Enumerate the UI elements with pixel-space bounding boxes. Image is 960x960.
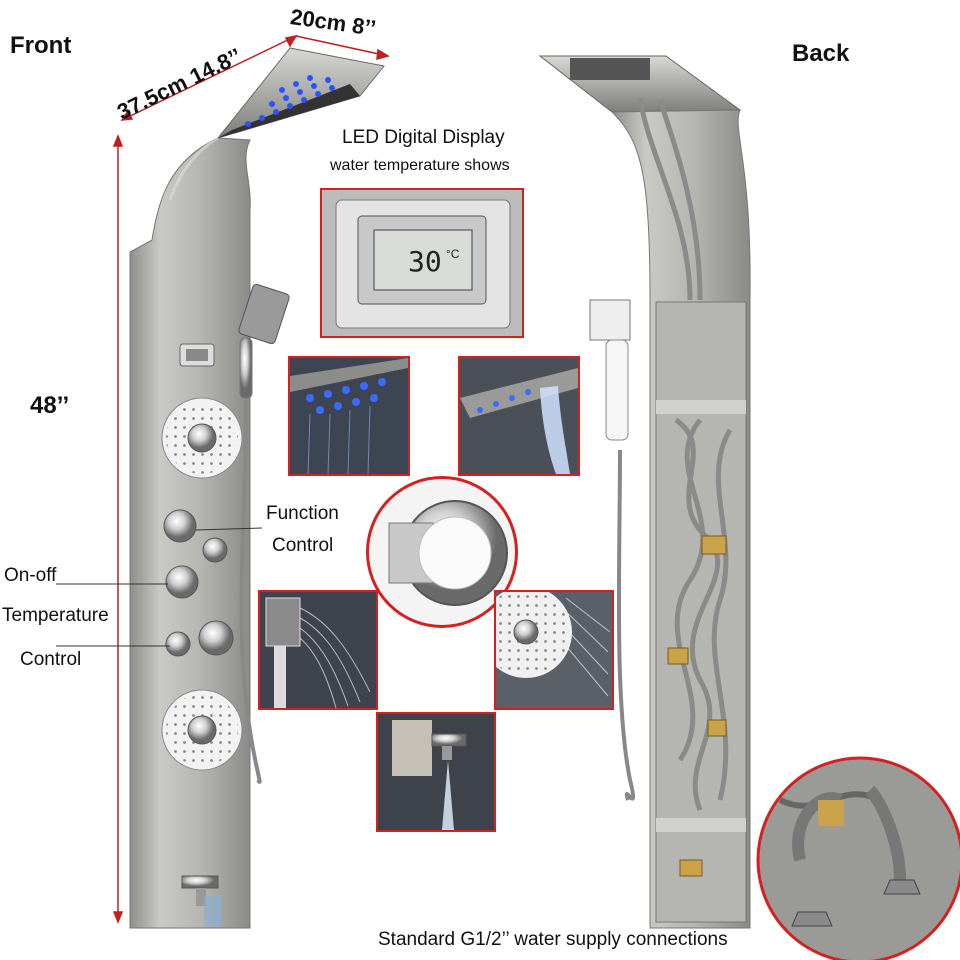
body-jet-inset	[494, 590, 614, 710]
knob-zoom	[366, 476, 518, 628]
temperature-unit: °C	[446, 247, 460, 261]
hoses	[637, 97, 733, 811]
display-subtitle: water temperature shows	[330, 157, 510, 174]
function-control-label-1: Function	[266, 503, 339, 524]
rain-shower-inset	[288, 356, 410, 476]
waterfall-inset	[458, 356, 580, 476]
temperature-label: Temperature	[2, 605, 109, 626]
front-panel	[129, 47, 385, 929]
dimension-lines	[112, 34, 390, 925]
tub-spout-inset	[376, 712, 496, 832]
hand-shower-inset	[258, 590, 378, 710]
front-heading: Front	[10, 32, 72, 59]
onoff-label: On-off	[4, 565, 57, 586]
temperature-reading: 30	[408, 245, 442, 278]
function-control-label-2: Control	[272, 535, 334, 556]
display-title: LED Digital Display	[342, 127, 505, 148]
back-panel	[538, 55, 751, 929]
height-dimension-label: 48’’	[30, 392, 70, 419]
led-display-inset: 30 °C	[320, 188, 524, 338]
led-nozzles	[245, 75, 335, 127]
footer-caption: Standard G1/2’’ water supply connections	[378, 929, 728, 950]
back-heading: Back	[792, 40, 850, 67]
control-label: Control	[20, 649, 82, 670]
